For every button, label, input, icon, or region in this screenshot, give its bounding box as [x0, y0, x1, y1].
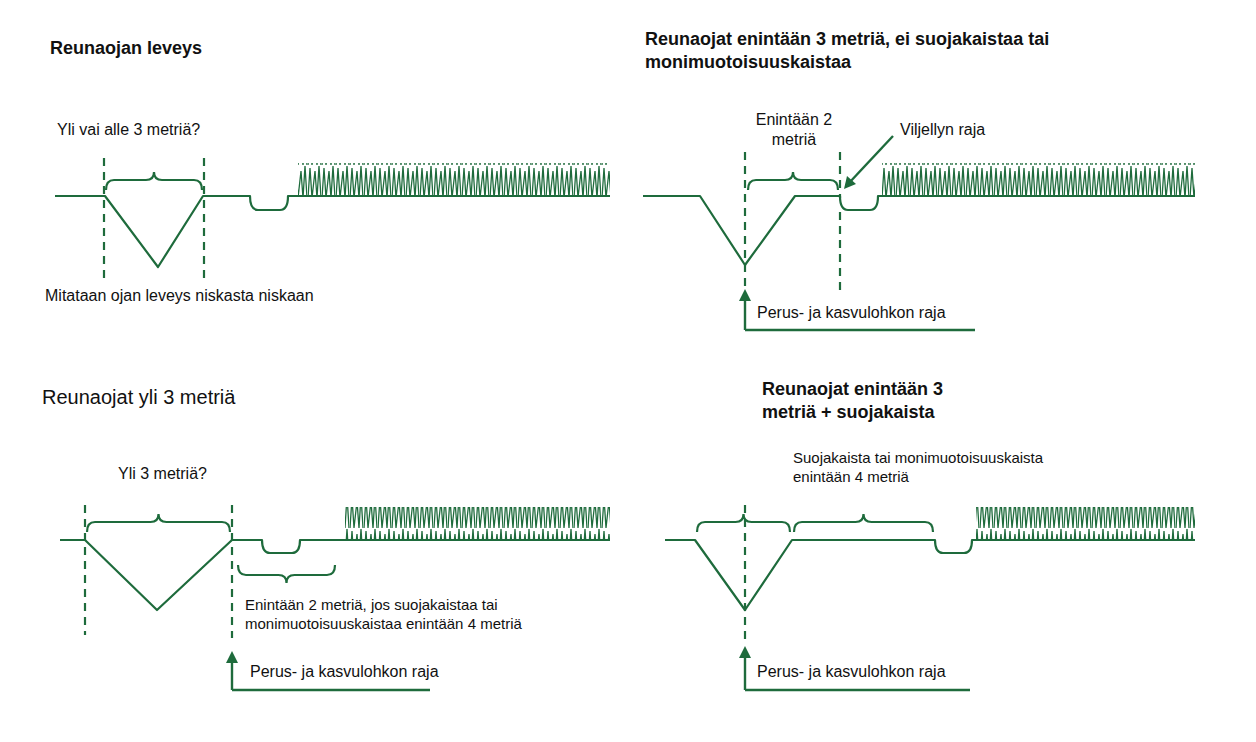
annotation: Enintään 2 metriä: [748, 110, 840, 150]
dashed-line: [839, 152, 841, 198]
grass: [298, 163, 610, 196]
arrow-head: [844, 176, 856, 189]
grass: [976, 507, 1195, 540]
grass: [882, 163, 1195, 196]
ground-profile: [55, 196, 610, 267]
annotation: Perus- ja kasvulohkon raja: [757, 662, 1057, 682]
dashed-line: [839, 212, 841, 292]
dashed-line: [744, 505, 746, 640]
brace: [106, 172, 202, 190]
annotation: Perus- ja kasvulohkon raja: [757, 303, 1057, 323]
arrow-head: [226, 651, 238, 663]
dashed-line: [231, 505, 233, 638]
panel-heading: Reunaojat enintään 3 metriä, ei suojakai…: [645, 28, 1060, 73]
annotation: Yli 3 metriä?: [118, 464, 318, 484]
grass: [345, 507, 610, 540]
brace: [794, 514, 933, 532]
leader-arrow: [849, 136, 893, 183]
annotation: Perus- ja kasvulohkon raja: [250, 662, 550, 682]
brace: [238, 565, 335, 583]
brace: [697, 514, 790, 532]
panel-heading: Reunaojat enintään 3 metriä + suojakaist…: [762, 378, 994, 423]
dashed-line: [744, 152, 746, 292]
ground-profile: [643, 196, 1195, 265]
annotation: Suojakaista tai monimuotoisuuskaista eni…: [793, 449, 1103, 487]
annotation: Viljellyn raja: [900, 120, 1100, 140]
dashed-line: [103, 158, 105, 283]
annotation: Mitataan ojan leveys niskasta niskaan: [45, 286, 465, 306]
annotation: Yli vai alle 3 metriä?: [57, 120, 317, 140]
dashed-line: [203, 158, 205, 283]
panel-heading: Reunaojan leveys: [50, 37, 370, 60]
arrow-head: [739, 646, 751, 658]
brace: [87, 514, 230, 532]
annotation: Enintään 2 metriä, jos suojakaistaa tai …: [245, 596, 567, 634]
dashed-line: [84, 505, 86, 635]
arrow-head: [739, 289, 751, 301]
annotation: Reunaojat yli 3 metriä: [42, 385, 402, 410]
brace: [748, 172, 838, 190]
